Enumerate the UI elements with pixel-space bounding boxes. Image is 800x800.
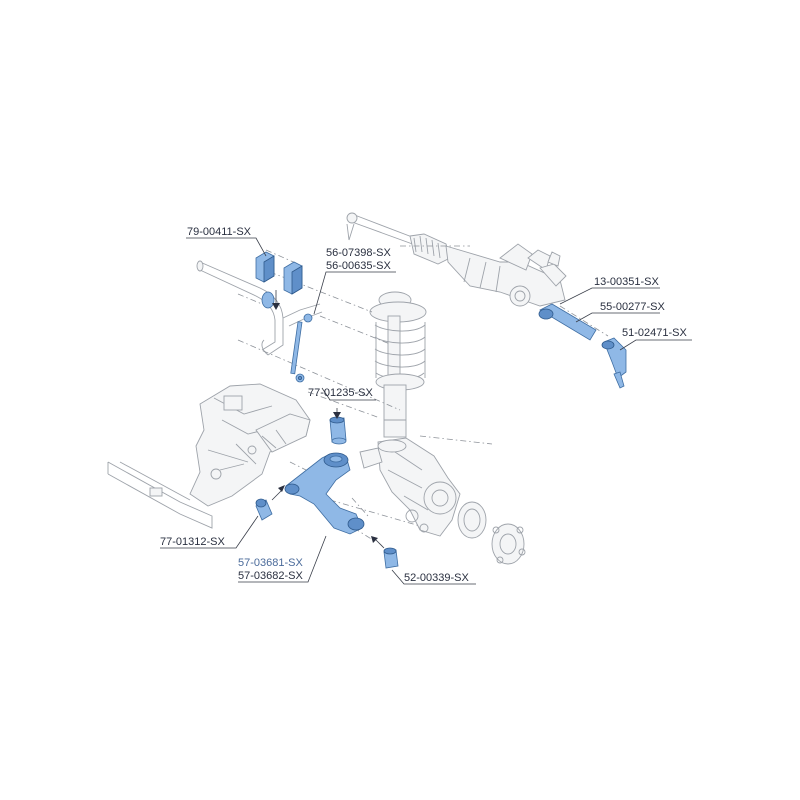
lower-control-arm-part	[284, 452, 365, 535]
label-arm-bushing-front[interactable]: 77-01312-SX	[160, 536, 225, 548]
arm-bushing-top-part	[329, 416, 347, 445]
label-inner-tie-rod[interactable]: 55-00277-SX	[600, 301, 665, 313]
stabilizer-bushing-part	[255, 251, 303, 309]
leader-lines	[160, 237, 692, 585]
steering-knuckle	[359, 437, 461, 537]
steering-rack-body	[346, 212, 567, 307]
subframe	[107, 383, 311, 529]
stabilizer-link-part	[290, 313, 313, 383]
arm-bushing-front-part	[255, 498, 273, 521]
label-arm-bushing-top[interactable]: 77-01235-SX	[308, 387, 373, 399]
label-ball-joint[interactable]: 52-00339-SX	[404, 572, 469, 584]
label-stab-link-b[interactable]: 56-00635-SX	[326, 260, 391, 272]
inner-tie-rod-part	[538, 303, 597, 341]
wheel-bearing	[457, 501, 526, 565]
ball-joint-part	[383, 547, 399, 569]
label-steering-rack[interactable]: 13-00351-SX	[594, 276, 659, 288]
label-stab-bushing[interactable]: 79-00411-SX	[187, 226, 252, 238]
strut-assembly	[369, 291, 427, 438]
label-outer-tie-rod[interactable]: 51-02471-SX	[622, 327, 687, 339]
arrows	[271, 290, 385, 549]
outer-tie-rod-part	[601, 337, 627, 389]
label-control-arm-right[interactable]: 57-03682-SX	[238, 570, 303, 582]
label-stab-link-a[interactable]: 56-07398-SX	[326, 247, 391, 259]
label-control-arm-left[interactable]: 57-03681-SX	[238, 557, 303, 569]
